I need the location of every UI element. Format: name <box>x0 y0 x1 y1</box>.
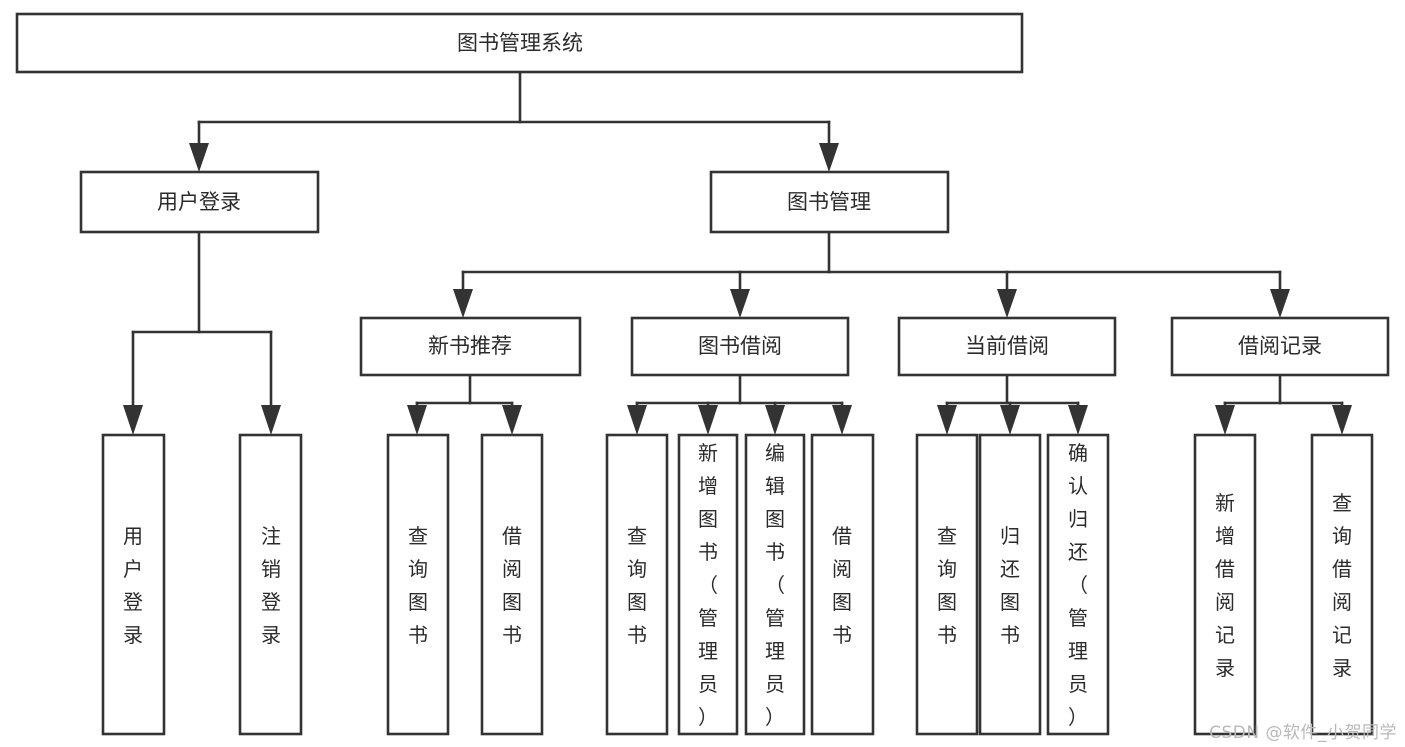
node-root-label: 图书管理系统 <box>457 31 583 55</box>
arrow-head-book-borrow <box>730 289 750 318</box>
arrow-head-book-mgmt <box>819 143 839 172</box>
leaf-br-add-record[interactable]: 新增借阅记录 <box>1193 433 1257 736</box>
leaf-cb-return-book[interactable]: 归还图书 <box>978 433 1042 736</box>
arrow-head-new-book <box>453 289 473 318</box>
arrow-head-cb-query <box>937 405 957 435</box>
node-root[interactable]: 图书管理系统 <box>15 12 1024 74</box>
arrow-head-bb-borrow <box>832 405 852 435</box>
node-new-book-recommend-box[interactable] <box>359 316 582 377</box>
arrow-head-nb-borrow <box>502 405 522 435</box>
leaf-bb-borrow-book[interactable]: 借阅图书 <box>810 433 875 736</box>
arrow-head-current-borrow <box>997 289 1017 318</box>
node-current-borrow[interactable]: 当前借阅 <box>897 316 1117 377</box>
leaf-bb-edit-book-label: 编辑图书（管理员） <box>765 441 785 729</box>
leaf-bb-edit-book[interactable]: 编辑图书（管理员） <box>744 433 806 736</box>
leaf-cb-query-book-box[interactable] <box>915 433 979 736</box>
leaf-nb-query-book-label: 查询图书 <box>408 524 428 647</box>
node-book-borrow-box[interactable] <box>630 316 850 377</box>
arrow-head-br-query <box>1332 405 1352 435</box>
arrow-head-nb-query <box>407 405 427 435</box>
leaf-bb-query-book[interactable]: 查询图书 <box>605 433 669 736</box>
leaf-user-login-box[interactable] <box>101 433 166 736</box>
arrow-head-cb-confirm <box>1068 405 1088 435</box>
arrow-head-user-login <box>189 143 209 172</box>
node-user-login-label: 用户登录 <box>157 190 241 214</box>
leaf-bb-edit-book-box[interactable] <box>744 433 806 736</box>
leaf-cb-confirm-return-label: 确认归还（管理员） <box>1068 441 1088 729</box>
leaf-cb-confirm-return[interactable]: 确认归还（管理员） <box>1046 433 1110 736</box>
leaf-logout[interactable]: 注销登录 <box>238 433 303 736</box>
leaf-nb-borrow-book[interactable]: 借阅图书 <box>480 433 544 736</box>
leaf-bb-query-book-box[interactable] <box>605 433 669 736</box>
leaf-bb-add-book-label: 新增图书（管理员） <box>698 441 718 729</box>
leaf-user-login[interactable]: 用户登录 <box>101 433 166 736</box>
node-new-book-recommend[interactable]: 新书推荐 <box>359 316 582 377</box>
leaf-user-login-label: 用户登录 <box>123 524 143 647</box>
arrow-head-cb-return <box>1000 405 1020 435</box>
arrow-head-borrow-record <box>1270 289 1290 318</box>
leaf-cb-return-book-label: 归还图书 <box>1000 524 1020 647</box>
leaf-cb-return-book-box[interactable] <box>978 433 1042 736</box>
node-borrow-record[interactable]: 借阅记录 <box>1170 316 1390 377</box>
leaf-br-add-record-box[interactable] <box>1193 433 1257 736</box>
node-current-borrow-label: 当前借阅 <box>965 334 1049 358</box>
leaf-bb-add-book[interactable]: 新增图书（管理员） <box>677 433 739 736</box>
leaf-logout-label: 注销登录 <box>261 524 281 647</box>
leaf-bb-query-book-label: 查询图书 <box>627 524 647 647</box>
arrow-head-leaf-logout <box>261 405 281 435</box>
leaf-bb-borrow-book-label: 借阅图书 <box>832 524 852 647</box>
node-book-borrow-label: 图书借阅 <box>698 334 782 358</box>
leaf-nb-query-book[interactable]: 查询图书 <box>386 433 450 736</box>
arrow-head-leaf-user-login <box>123 405 143 435</box>
leaf-bb-borrow-book-box[interactable] <box>810 433 875 736</box>
arrow-head-bb-edit <box>765 405 785 435</box>
node-book-management[interactable]: 图书管理 <box>709 170 950 234</box>
leaf-cb-query-book[interactable]: 查询图书 <box>915 433 979 736</box>
node-new-book-recommend-label: 新书推荐 <box>428 334 512 358</box>
leaf-nb-query-book-box[interactable] <box>386 433 450 736</box>
node-user-login[interactable]: 用户登录 <box>79 170 320 234</box>
node-user-login-box[interactable] <box>79 170 320 234</box>
leaf-nb-borrow-book-box[interactable] <box>480 433 544 736</box>
node-borrow-record-label: 借阅记录 <box>1238 334 1322 358</box>
node-borrow-record-box[interactable] <box>1170 316 1390 377</box>
leaf-nb-borrow-book-label: 借阅图书 <box>502 524 522 647</box>
leaf-cb-confirm-return-box[interactable] <box>1046 433 1110 736</box>
leaf-br-query-record[interactable]: 查询借阅记录 <box>1310 433 1374 736</box>
leaf-bb-add-book-box[interactable] <box>677 433 739 736</box>
node-book-borrow[interactable]: 图书借阅 <box>630 316 850 377</box>
leaf-logout-box[interactable] <box>238 433 303 736</box>
node-book-management-box[interactable] <box>709 170 950 234</box>
leaf-cb-query-book-label: 查询图书 <box>937 524 957 647</box>
leaf-br-add-record-label: 新增借阅记录 <box>1215 491 1235 680</box>
connector-layer <box>123 70 1352 435</box>
leaf-br-query-record-box[interactable] <box>1310 433 1374 736</box>
node-book-management-label: 图书管理 <box>787 190 871 214</box>
node-root-box[interactable] <box>15 12 1024 74</box>
arrow-head-bb-add <box>698 405 718 435</box>
arrow-head-bb-query <box>627 405 647 435</box>
arrow-head-br-add <box>1215 405 1235 435</box>
node-current-borrow-box[interactable] <box>897 316 1117 377</box>
leaf-br-query-record-label: 查询借阅记录 <box>1332 491 1352 680</box>
